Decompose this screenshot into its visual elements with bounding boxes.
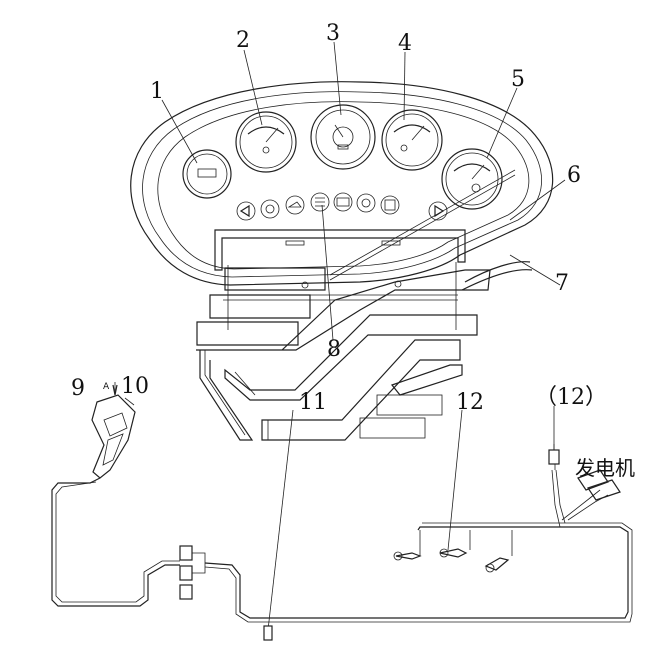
indicator-lamp-row (236, 192, 448, 221)
left-turn-indicator-icon (236, 201, 256, 221)
leader-lines (161, 41, 566, 631)
gauge-4 (381, 109, 443, 171)
gauge-5 (441, 148, 503, 210)
callout-12: 12 (456, 390, 484, 415)
callout-7: 7 (555, 271, 569, 296)
battery-indicator-icon (333, 192, 353, 212)
generator-label: 发电机 (575, 456, 635, 480)
gauge-3 (310, 104, 376, 170)
detail-letter-a: A (103, 382, 110, 392)
gauge-1-fuel-indicator (182, 149, 232, 199)
callout-9: 9 (71, 376, 85, 401)
sensor-plugs (263, 548, 510, 641)
callout-5: 5 (511, 67, 525, 92)
callout-3: 3 (326, 21, 340, 46)
connector-12 (548, 449, 560, 465)
connector-b (179, 565, 193, 581)
callout-4: 4 (398, 31, 412, 56)
callout-8: 8 (327, 337, 341, 362)
parking-indicator-icon (356, 193, 376, 213)
oil-pressure-indicator-icon (285, 195, 305, 215)
callout-6: 6 (567, 163, 581, 188)
right-turn-indicator-icon (428, 201, 448, 221)
callout-11: 11 (299, 390, 327, 415)
wiring-harness (51, 444, 633, 623)
headlight-indicator-icon (310, 192, 330, 212)
callout-2: 2 (236, 28, 250, 53)
generator-connectors (577, 469, 621, 501)
sensor-11 (263, 625, 273, 641)
warning-indicator-icon (380, 195, 400, 215)
exploded-brackets (196, 267, 491, 441)
connector-c (179, 584, 193, 600)
gauge-2 (235, 111, 297, 173)
ignition-switch-assembly: A (91, 382, 136, 479)
brake-indicator-icon (260, 199, 280, 219)
connector-a (179, 545, 193, 561)
callout-12-parenthesized: （12） (535, 385, 607, 410)
mounting-frame (214, 229, 466, 330)
callout-10: 10 (121, 374, 149, 399)
instrument-panel-housing (130, 81, 554, 286)
callout-1: 1 (150, 79, 164, 104)
